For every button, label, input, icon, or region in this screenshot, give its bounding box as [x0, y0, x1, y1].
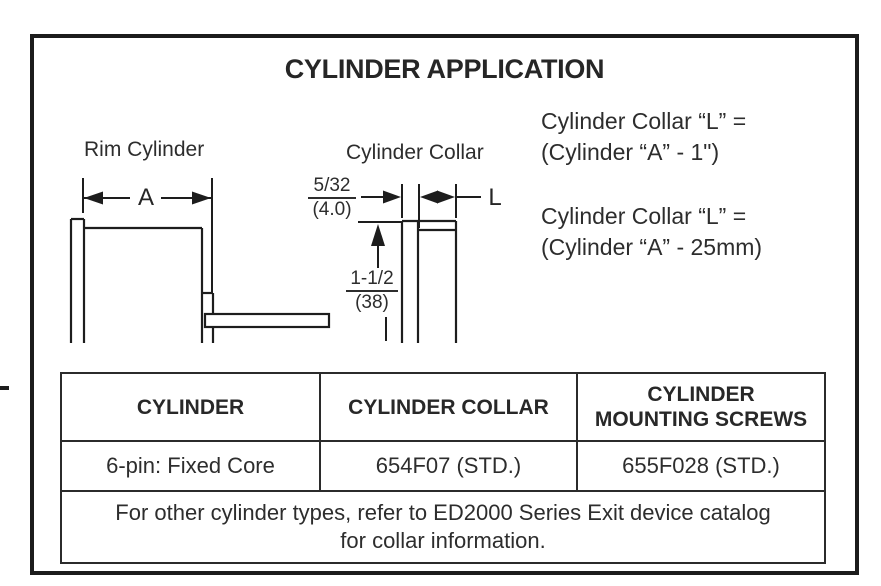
dimension-l-arrows [420, 190, 481, 204]
cell-collar-part: 654F07 (STD.) [319, 440, 578, 492]
flange-thickness-dimension: 5/32 (4.0) [308, 176, 356, 220]
table-note-row: For other cylinder types, refer to ED200… [60, 490, 826, 564]
cell-cylinder-type: 6-pin: Fixed Core [60, 440, 321, 492]
dimension-mm: (38) [355, 292, 389, 313]
cylinder-collar-label: Cylinder Collar [346, 141, 484, 164]
collar-height-dimension: 1-1/2 (38) [346, 269, 398, 313]
formula-line: Cylinder Collar “L” = [541, 108, 747, 134]
cell-screws-part: 655F028 (STD.) [576, 440, 826, 492]
dimension-a-label: A [137, 184, 154, 211]
dimension-inches: 5/32 [308, 176, 356, 199]
formula-line: (Cylinder “A” - 1") [541, 139, 720, 165]
formula-line: (Cylinder “A” - 25mm) [541, 234, 763, 260]
rim-cylinder-label: Rim Cylinder [84, 138, 205, 161]
dimension-height-arrow [358, 221, 402, 341]
table-header-row: CYLINDER CYLINDER COLLAR CYLINDER MOUNTI… [60, 372, 826, 442]
formula-line: Cylinder Collar “L” = [541, 203, 747, 229]
formula-inch: Cylinder Collar “L” = (Cylinder “A” - 1"… [541, 106, 746, 168]
dimension-mm: (4.0) [312, 199, 352, 220]
dimension-flange-arrow [361, 184, 457, 228]
dimension-l-label: L [488, 184, 502, 211]
table-note: For other cylinder types, refer to ED200… [60, 490, 826, 564]
column-header-mounting-screws: CYLINDER MOUNTING SCREWS [576, 372, 826, 442]
dimension-inches: 1-1/2 [346, 269, 398, 292]
dimension-a-arrows [82, 178, 213, 292]
formula-metric: Cylinder Collar “L” = (Cylinder “A” - 25… [541, 201, 762, 263]
panel-title: CYLINDER APPLICATION [284, 54, 605, 84]
page-edge-mark [0, 386, 9, 390]
header-line: MOUNTING SCREWS [594, 408, 808, 431]
header-line: CYLINDER [136, 395, 245, 419]
table-row: 6-pin: Fixed Core 654F07 (STD.) 655F028 … [60, 440, 826, 492]
column-header-cylinder: CYLINDER [60, 372, 321, 442]
parts-table: CYLINDER CYLINDER COLLAR CYLINDER MOUNTI… [60, 372, 826, 564]
cylinder-collar-drawing [400, 219, 458, 343]
note-line: For other cylinder types, refer to ED200… [115, 500, 771, 525]
column-header-cylinder-collar: CYLINDER COLLAR [319, 372, 578, 442]
header-line: CYLINDER [647, 383, 755, 406]
header-line: CYLINDER COLLAR [348, 395, 549, 419]
note-line: for collar information. [340, 528, 546, 553]
rim-cylinder-drawing [69, 217, 331, 343]
